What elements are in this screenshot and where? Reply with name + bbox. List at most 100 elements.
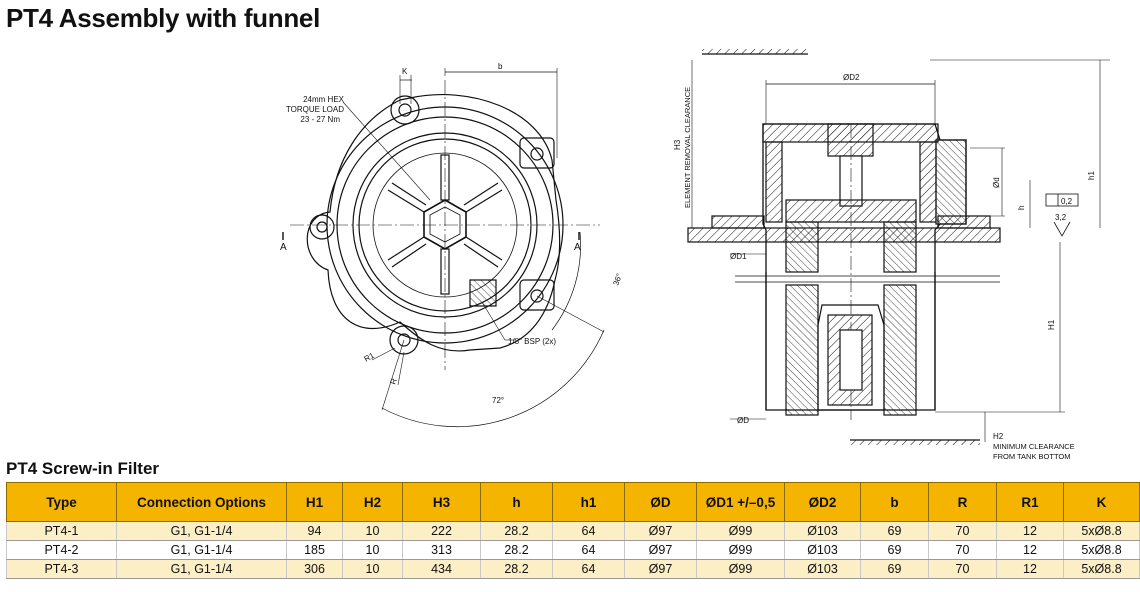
- table-cell: 70: [928, 540, 997, 560]
- table-cell: 5xØ8.8: [1063, 521, 1140, 541]
- hex-label-1: 24mm HEX: [303, 95, 345, 104]
- dim-h3-label: H3: [673, 139, 682, 150]
- table-cell: 70: [928, 559, 997, 579]
- dim-k-label: K: [402, 67, 408, 76]
- table-cell: 69: [860, 540, 929, 560]
- table-cell: 12: [996, 559, 1064, 579]
- table-cell: Ø99: [696, 521, 785, 541]
- roughness-label: 3,2: [1055, 213, 1067, 222]
- dim-r1-label: R1: [363, 351, 377, 364]
- min-clearance-1: MINIMUM CLEARANCE: [993, 442, 1075, 451]
- table-cell: G1, G1-1/4: [116, 540, 287, 560]
- min-clearance-2: FROM TANK BOTTOM: [993, 452, 1071, 461]
- table-row: PT4-1 G1, G1-1/4 94 10 222 28.2 64 Ø97 Ø…: [6, 521, 1140, 541]
- section-a-right: A: [574, 242, 581, 253]
- col-header: ØD2: [784, 482, 861, 522]
- table-header-row: Type Connection Options H1 H2 H3 h h1 ØD…: [6, 482, 1140, 522]
- angle-36: 36°: [611, 272, 624, 286]
- section-a-left: A: [280, 242, 287, 253]
- top-view: [282, 68, 605, 428]
- dim-r-label: R: [388, 377, 399, 386]
- table-cell: Ø97: [624, 521, 697, 541]
- section-view-labels: ØD2 H3 ELEMENT REMOVAL CLEARANCE ØD1 ØD …: [673, 73, 1096, 461]
- dim-od1-label: ØD1: [730, 252, 747, 261]
- table-cell: 94: [286, 521, 343, 541]
- table-cell: 28.2: [480, 559, 553, 579]
- page-title: PT4 Assembly with funnel: [6, 3, 321, 33]
- table-cell: Ø103: [784, 521, 861, 541]
- table-cell: 306: [286, 559, 343, 579]
- table-row: PT4-3 G1, G1-1/4 306 10 434 28.2 64 Ø97 …: [6, 559, 1140, 579]
- ribs: [387, 154, 503, 295]
- bsp-port: [469, 279, 497, 307]
- table-row: PT4-2 G1, G1-1/4 185 10 313 28.2 64 Ø97 …: [6, 540, 1140, 560]
- table-cell: 70: [928, 521, 997, 541]
- col-header: R: [928, 482, 997, 522]
- col-header: b: [860, 482, 929, 522]
- col-header: Connection Options: [116, 482, 287, 522]
- dim-h-small-label: h: [1017, 206, 1026, 210]
- table-cell: 10: [342, 559, 403, 579]
- table-cell: G1, G1-1/4: [116, 559, 287, 579]
- table-cell: Ø99: [696, 540, 785, 560]
- table-cell: 434: [402, 559, 481, 579]
- top-view-labels: 24mm HEX TORQUE LOAD 23 - 27 Nm K b A A …: [280, 62, 624, 405]
- element-removal-label: ELEMENT REMOVAL CLEARANCE: [683, 87, 692, 208]
- col-header: K: [1063, 482, 1140, 522]
- table-cell: Ø103: [784, 559, 861, 579]
- table-cell: Ø103: [784, 540, 861, 560]
- dim-odd-label: Ød: [992, 177, 1001, 188]
- table-cell: 5xØ8.8: [1063, 559, 1140, 579]
- hex-label-3: 23 - 27 Nm: [300, 115, 340, 124]
- col-header: ØD: [624, 482, 697, 522]
- port-hatch: [935, 139, 967, 225]
- flange-outline: [306, 94, 561, 352]
- dim-b-label: b: [498, 62, 503, 71]
- dim-od2-label: ØD2: [843, 73, 860, 82]
- col-header: H3: [402, 482, 481, 522]
- table-cell: G1, G1-1/4: [116, 521, 287, 541]
- table-cell: 69: [860, 559, 929, 579]
- table-cell: 185: [286, 540, 343, 560]
- table-cell: 69: [860, 521, 929, 541]
- table-cell: 64: [552, 540, 625, 560]
- table-cell: 10: [342, 521, 403, 541]
- table-title: PT4 Screw-in Filter: [6, 459, 160, 478]
- flatness-label: 0,2: [1061, 197, 1073, 206]
- col-header: Type: [6, 482, 117, 522]
- col-header: R1: [996, 482, 1064, 522]
- table-cell: 5xØ8.8: [1063, 540, 1140, 560]
- table-cell: Ø99: [696, 559, 785, 579]
- table-cell: 28.2: [480, 540, 553, 560]
- col-header: H1: [286, 482, 343, 522]
- bolt-holes: [309, 95, 555, 355]
- technical-drawing: 24mm HEX TORQUE LOAD 23 - 27 Nm K b A A …: [280, 49, 1110, 461]
- table-cell: 12: [996, 521, 1064, 541]
- table-cell: 313: [402, 540, 481, 560]
- table-cell: 222: [402, 521, 481, 541]
- table-cell: PT4-1: [6, 521, 117, 541]
- col-header: ØD1 +/–0,5: [696, 482, 785, 522]
- table-cell: PT4-2: [6, 540, 117, 560]
- spec-table: Type Connection Options H1 H2 H3 h h1 ØD…: [6, 482, 1140, 579]
- tank-flange: [687, 227, 1001, 243]
- table-cell: 10: [342, 540, 403, 560]
- table-cell: Ø97: [624, 540, 697, 560]
- section-view: [687, 49, 1110, 445]
- dim-h2-label: H2: [993, 432, 1004, 441]
- table-cell: 64: [552, 559, 625, 579]
- table-cell: Ø97: [624, 559, 697, 579]
- filter-media-left: [785, 221, 819, 273]
- dim-h1-label: H1: [1047, 319, 1056, 330]
- col-header: h1: [552, 482, 625, 522]
- table-cell: 64: [552, 521, 625, 541]
- table-cell: PT4-3: [6, 559, 117, 579]
- angle-72: 72°: [492, 396, 504, 405]
- col-header: h: [480, 482, 553, 522]
- dim-od-label: ØD: [737, 416, 749, 425]
- bsp-label: 1/8" BSP (2x): [508, 337, 556, 346]
- col-header: H2: [342, 482, 403, 522]
- table-cell: 28.2: [480, 521, 553, 541]
- dim-h1-small-label: h1: [1087, 171, 1096, 180]
- table-cell: 12: [996, 540, 1064, 560]
